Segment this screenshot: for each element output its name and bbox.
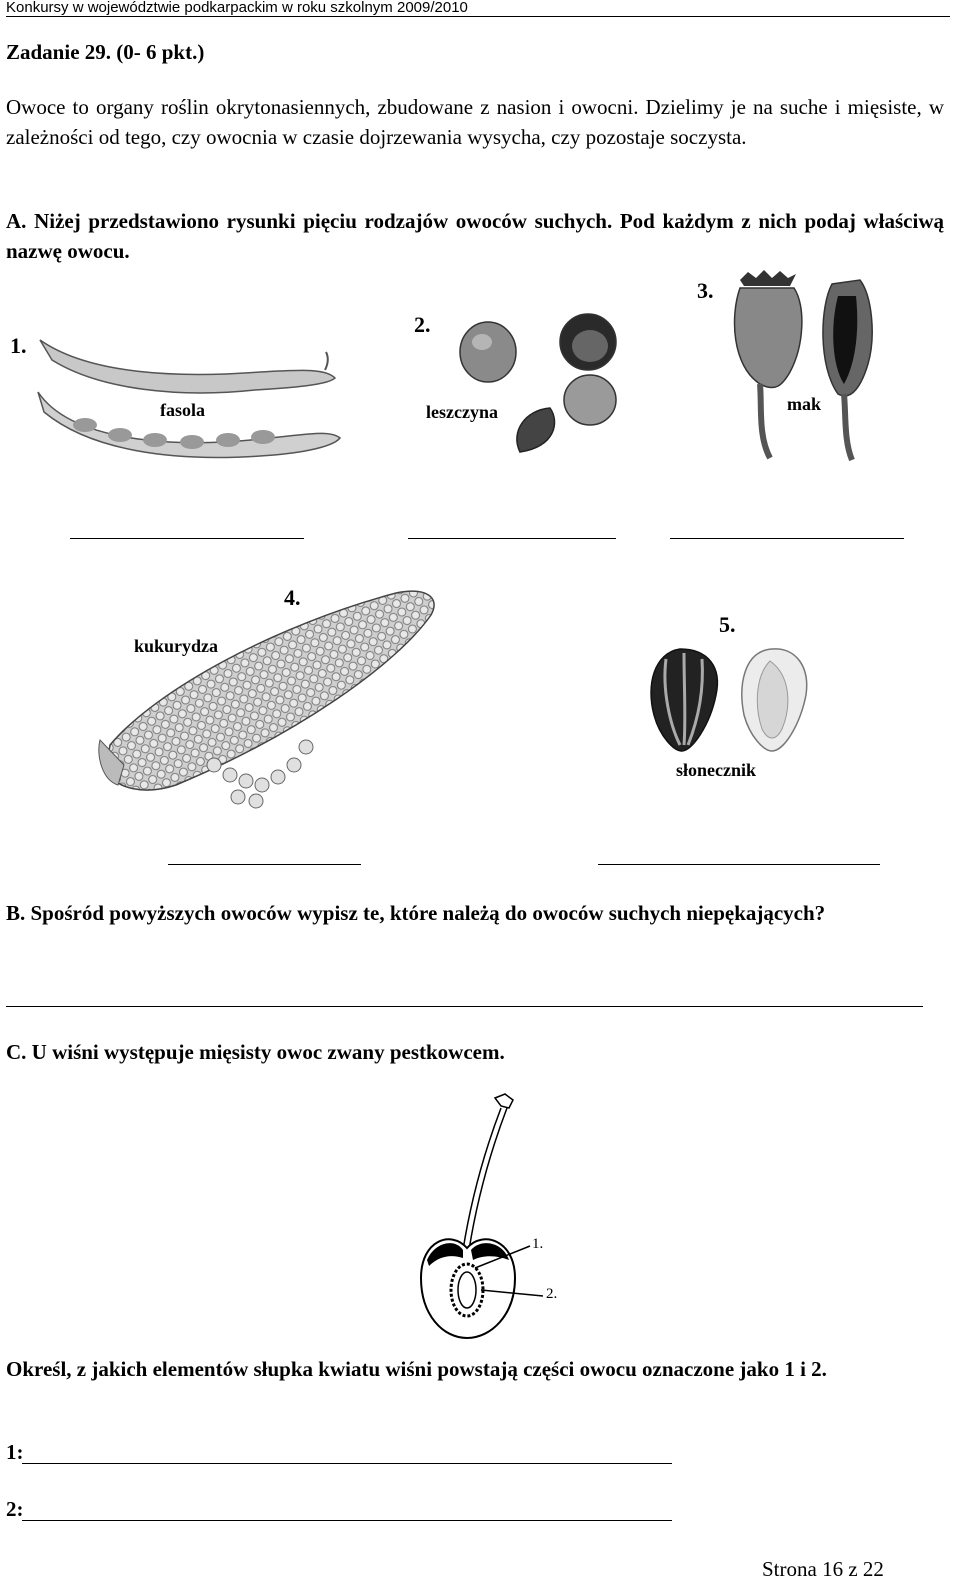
page-header: Konkursy w województwie podkarpackim w r…: [6, 0, 950, 17]
fruit-2-number: 2.: [414, 312, 431, 337]
fruit-5-number: 5.: [719, 612, 736, 637]
page-footer: Strona 16 z 22: [762, 1557, 884, 1581]
fruit-3-label: mak: [787, 394, 822, 414]
question-b: B. Spośród powyższych owoców wypisz te, …: [6, 901, 826, 925]
answer-line-1[interactable]: [22, 1463, 672, 1464]
fruit-3-number: 3.: [697, 278, 714, 303]
fruit-4-label: kukurydza: [134, 636, 219, 656]
answer-line-fruit-3[interactable]: [670, 538, 904, 539]
bean-pod-illustration: [37, 339, 342, 459]
intro-paragraph: Owoce to organy roślin okrytonasiennych,…: [6, 95, 944, 149]
answer-line-2[interactable]: [22, 1520, 672, 1521]
answer-line-fruit-2[interactable]: [408, 538, 616, 539]
question-d: Określ, z jakich elementów słupka kwiatu…: [6, 1357, 827, 1381]
fruit-2-label: leszczyna: [426, 402, 498, 422]
cherry-label-2: 2.: [546, 1286, 558, 1302]
question-a: A. Niżej przedstawiono rysunki pięciu ro…: [6, 209, 944, 263]
answer-line-fruit-4[interactable]: [168, 864, 361, 865]
answer-label-1: 1:: [6, 1440, 24, 1464]
fruit-1-number: 1.: [10, 333, 27, 358]
answer-label-2: 2:: [6, 1497, 24, 1521]
sunflower-seed-illustration: [650, 648, 808, 752]
cherry-label-1: 1.: [532, 1236, 544, 1252]
poppy-capsule-illustration: [733, 270, 873, 462]
cherry-cross-section-diagram: [419, 1093, 544, 1340]
task-title: Zadanie 29. (0- 6 pkt.): [6, 40, 205, 64]
hazelnut-illustration: [459, 313, 617, 453]
answer-line-question-b[interactable]: [6, 1006, 923, 1007]
answer-line-fruit-5[interactable]: [598, 864, 880, 865]
answer-line-fruit-1[interactable]: [70, 538, 304, 539]
fruit-1-label: fasola: [160, 400, 205, 420]
question-c: C. U wiśni występuje mięsisty owoc zwany…: [6, 1040, 505, 1064]
corn-cob-illustration: [98, 590, 435, 809]
fruit-4-number: 4.: [284, 585, 301, 610]
fruit-5-label: słonecznik: [676, 760, 757, 780]
